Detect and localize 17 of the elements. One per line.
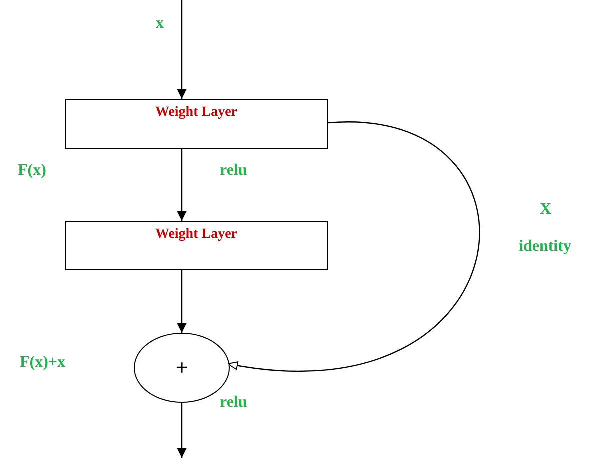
edge-label: relu [220, 162, 248, 180]
annotation-label: identity [519, 238, 572, 256]
edge-label: relu [220, 394, 248, 412]
arrow [177, 0, 187, 99]
edge-label: x [156, 15, 164, 33]
annotation-label: F(x)+x [20, 354, 66, 372]
arrow [177, 149, 187, 221]
layer-label: Weight Layer [155, 105, 238, 121]
annotation-label: F(x) [18, 162, 46, 180]
annotation-label: X [540, 201, 552, 219]
layer-box [65, 221, 328, 270]
arrow [177, 270, 187, 333]
arrow [177, 403, 187, 458]
arrow [228, 122, 480, 372]
layer-label: Weight Layer [155, 227, 238, 243]
operator-symbol: + [176, 355, 188, 381]
layer-box [65, 99, 328, 149]
